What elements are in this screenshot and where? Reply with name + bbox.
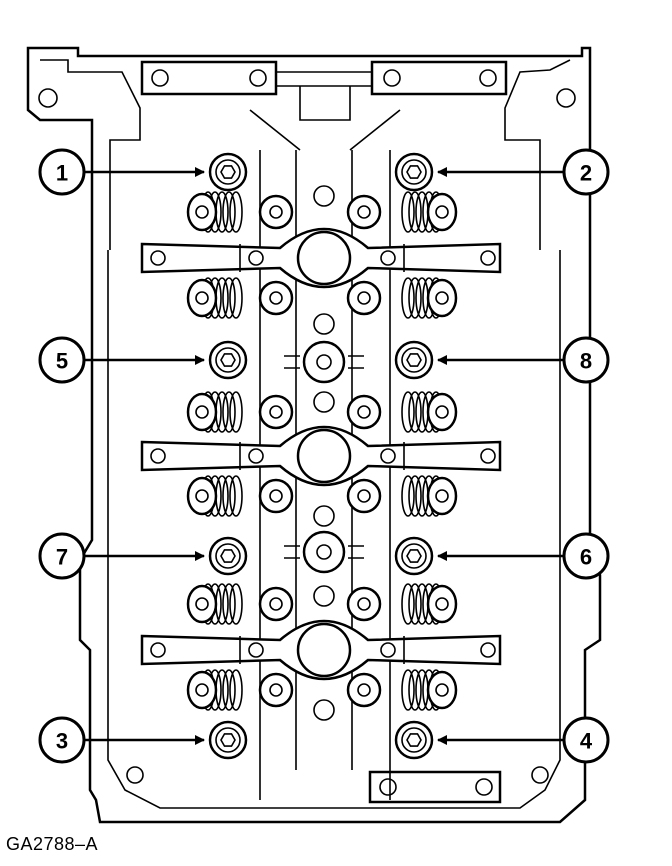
top-bearing-cap [140, 60, 508, 151]
callout-number: 7 [56, 545, 68, 570]
callout-3: 3 [38, 716, 205, 764]
oil-passage [313, 185, 335, 207]
camshaft-bearing-straps [140, 227, 502, 681]
callout-4: 4 [437, 716, 610, 764]
valve-spring [401, 277, 458, 319]
valve-spring [186, 669, 243, 711]
bearing-strap [140, 619, 502, 681]
cam-journal [296, 622, 352, 678]
callout-circle [38, 148, 86, 196]
valve-spring [186, 475, 243, 517]
bottom-bearing-cap [368, 770, 502, 804]
bolt-sequence-callouts: 1 2 5 8 7 6 3 4 [38, 148, 610, 764]
valve-spring [186, 191, 243, 233]
tappet [258, 280, 294, 316]
valve-spring [186, 277, 243, 319]
callout-circle [38, 716, 86, 764]
callout-2: 2 [437, 148, 610, 196]
tappet [346, 478, 382, 514]
valve-tappets [258, 185, 382, 721]
callout-7: 7 [38, 532, 205, 580]
oil-passage [313, 505, 335, 527]
callout-number: 8 [580, 349, 592, 374]
callout-number: 1 [56, 161, 68, 186]
oil-passage [313, 313, 335, 335]
spark-plug-well [302, 340, 346, 384]
valve-spring [186, 391, 243, 433]
callout-circle [38, 532, 86, 580]
head-bolts [208, 152, 434, 760]
tappet [258, 394, 294, 430]
bearing-strap [140, 425, 502, 487]
callout-number: 2 [580, 161, 592, 186]
callout-5: 5 [38, 336, 205, 384]
tappet [258, 478, 294, 514]
callout-circle [562, 532, 610, 580]
callout-8: 8 [437, 336, 610, 384]
head-bolt [208, 340, 248, 380]
tappet [258, 672, 294, 708]
cylinder-head-outline [26, 46, 602, 824]
callout-1: 1 [38, 148, 205, 196]
tappet [346, 280, 382, 316]
valve-spring [401, 583, 458, 625]
callout-circle [562, 716, 610, 764]
head-bolt [394, 340, 434, 380]
callout-number: 3 [56, 729, 68, 754]
callout-number: 5 [56, 349, 68, 374]
head-bolt [208, 720, 248, 760]
callout-number: 4 [580, 729, 593, 754]
callout-circle [562, 336, 610, 384]
oil-passage [313, 699, 335, 721]
cam-journal [296, 230, 352, 286]
tappet [258, 194, 294, 230]
valve-spring [401, 391, 458, 433]
tappet [346, 394, 382, 430]
valve-spring [401, 475, 458, 517]
callout-circle [38, 336, 86, 384]
tappet [346, 672, 382, 708]
bearing-strap [140, 227, 502, 289]
oil-passage [313, 585, 335, 607]
valve-spring [186, 583, 243, 625]
callout-number: 6 [580, 545, 592, 570]
tappet [346, 586, 382, 622]
callout-6: 6 [437, 532, 610, 580]
head-bolt [394, 536, 434, 576]
head-bolt [394, 720, 434, 760]
oil-passage [313, 391, 335, 413]
tappet [258, 586, 294, 622]
cam-journal [296, 428, 352, 484]
valve-spring [401, 191, 458, 233]
spark-plug-well [302, 530, 346, 574]
callout-circle [562, 148, 610, 196]
head-bolt [208, 152, 248, 192]
tappet [346, 194, 382, 230]
figure-id-label: GA2788–A [6, 834, 99, 854]
valve-spring [401, 669, 458, 711]
valve-springs [186, 191, 458, 711]
head-bolt [394, 152, 434, 192]
head-bolt [208, 536, 248, 576]
